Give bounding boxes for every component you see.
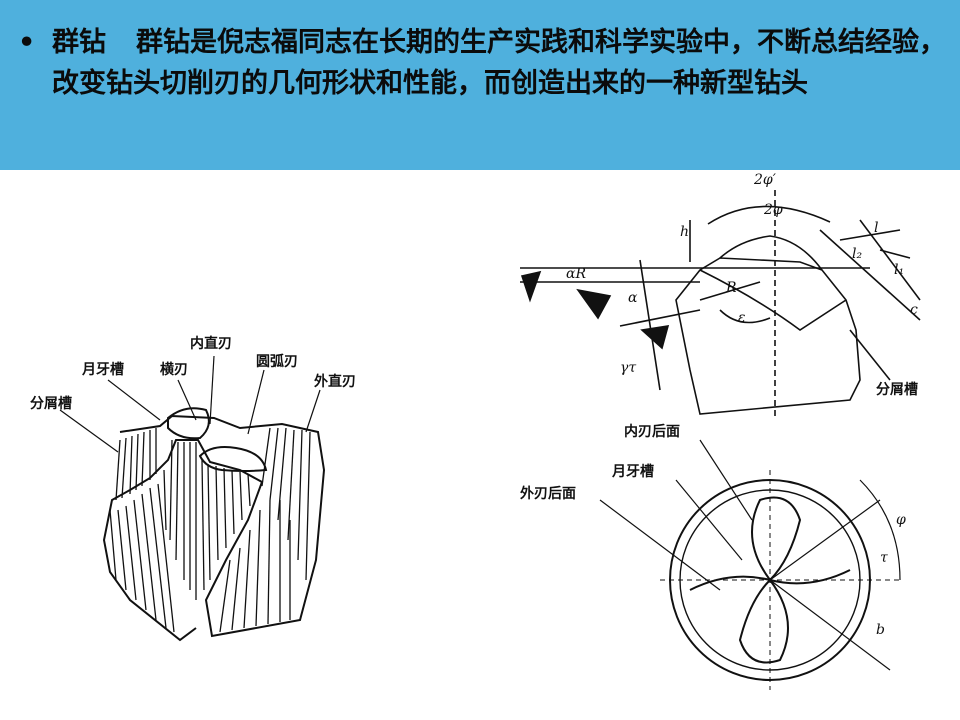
crescent-groove-shape: [198, 446, 268, 472]
end-inner-flank-bottom: [738, 579, 789, 664]
label-alpha-r: αR: [566, 266, 586, 282]
label-b: b: [876, 622, 885, 638]
bullet-icon: •: [18, 27, 36, 58]
end-leader-nei-ren: [699, 439, 753, 521]
end-inner-flank-top: [751, 496, 802, 581]
side-leader-fen-xie-cao: [849, 329, 891, 381]
label-2phi: 2φ: [763, 202, 783, 218]
side-hatch-wedge: [576, 288, 612, 320]
label-fen-xie-cao-3d: 分屑槽: [30, 395, 72, 412]
side-dim-l2: [879, 249, 911, 259]
end-view-figure: [599, 439, 901, 690]
side-hatch-gamma: [640, 325, 670, 350]
label-alpha: α: [628, 290, 638, 306]
side-view-figure: [520, 190, 921, 420]
label-nei-zhi-ren: 内直刃: [190, 335, 232, 352]
label-r: R: [725, 280, 737, 296]
label-c: c: [910, 302, 918, 318]
label-l2: l₂: [852, 246, 862, 262]
label-wai-ren-hou-mian: 外刃后面: [520, 485, 576, 502]
label-yue-ya-cao-end: 月牙槽: [611, 463, 654, 480]
label-tau: τ: [880, 550, 888, 566]
end-leader-wai-ren: [599, 499, 721, 591]
label-nei-ren-hou-mian: 内刃后面: [624, 423, 680, 440]
end-arc-phi: [859, 479, 901, 581]
end-leader-yue-ya-cao: [675, 479, 743, 561]
side-line-gamma: [639, 259, 661, 391]
term-label: 群钻: [52, 27, 106, 58]
angle-arc-2phi: [719, 235, 823, 271]
side-dim-line-1: [819, 229, 921, 321]
label-wai-zhi-ren: 外直刃: [314, 373, 356, 390]
end-dim-line-b: [769, 579, 891, 671]
side-body-outline: [675, 257, 861, 415]
label-heng-ren: 横刃: [160, 361, 188, 378]
side-dim-l: [839, 229, 901, 241]
label-2phi-prime: 2φ′: [753, 172, 777, 188]
drill-outline: [102, 414, 326, 642]
label-l1: l₁: [894, 262, 904, 278]
title-banner: • 群钻群钻是倪志福同志在长期的生产实践和科学实验中，不断总结经验，改变钻头切削…: [0, 0, 960, 170]
drill-leader-lines: [59, 355, 321, 453]
side-radius-r: [699, 281, 761, 301]
side-line-alpha: [619, 309, 701, 327]
label-phi: φ: [896, 512, 906, 528]
label-epsilon: ε: [738, 310, 746, 326]
flute-hatching: [109, 427, 311, 633]
end-dim-line-phi: [769, 499, 881, 581]
description-text: 群钻是倪志福同志在长期的生产实践和科学实验中，不断总结经验，改变钻头切削刃的几何…: [52, 27, 946, 99]
label-h: h: [680, 224, 689, 240]
side-hatch-left: [520, 270, 542, 303]
label-l: l: [874, 220, 878, 236]
label-yuan-hu-ren: 圆弧刃: [256, 353, 298, 370]
drill-3d-figure: [59, 355, 326, 642]
chisel-recess: [167, 407, 210, 440]
side-dim-line-2: [859, 219, 921, 301]
label-gamma-t: γτ: [620, 360, 636, 376]
side-cutting-edge: [699, 269, 847, 331]
bullet-paragraph: • 群钻群钻是倪志福同志在长期的生产实践和科学实验中，不断总结经验，改变钻头切削…: [18, 22, 948, 104]
angle-arc-2phi-prime: [707, 205, 831, 225]
label-fen-xie-cao-side: 分屑槽: [876, 381, 918, 398]
side-arc-epsilon: [719, 309, 771, 324]
label-yue-ya-cao-3d: 月牙槽: [81, 361, 124, 378]
